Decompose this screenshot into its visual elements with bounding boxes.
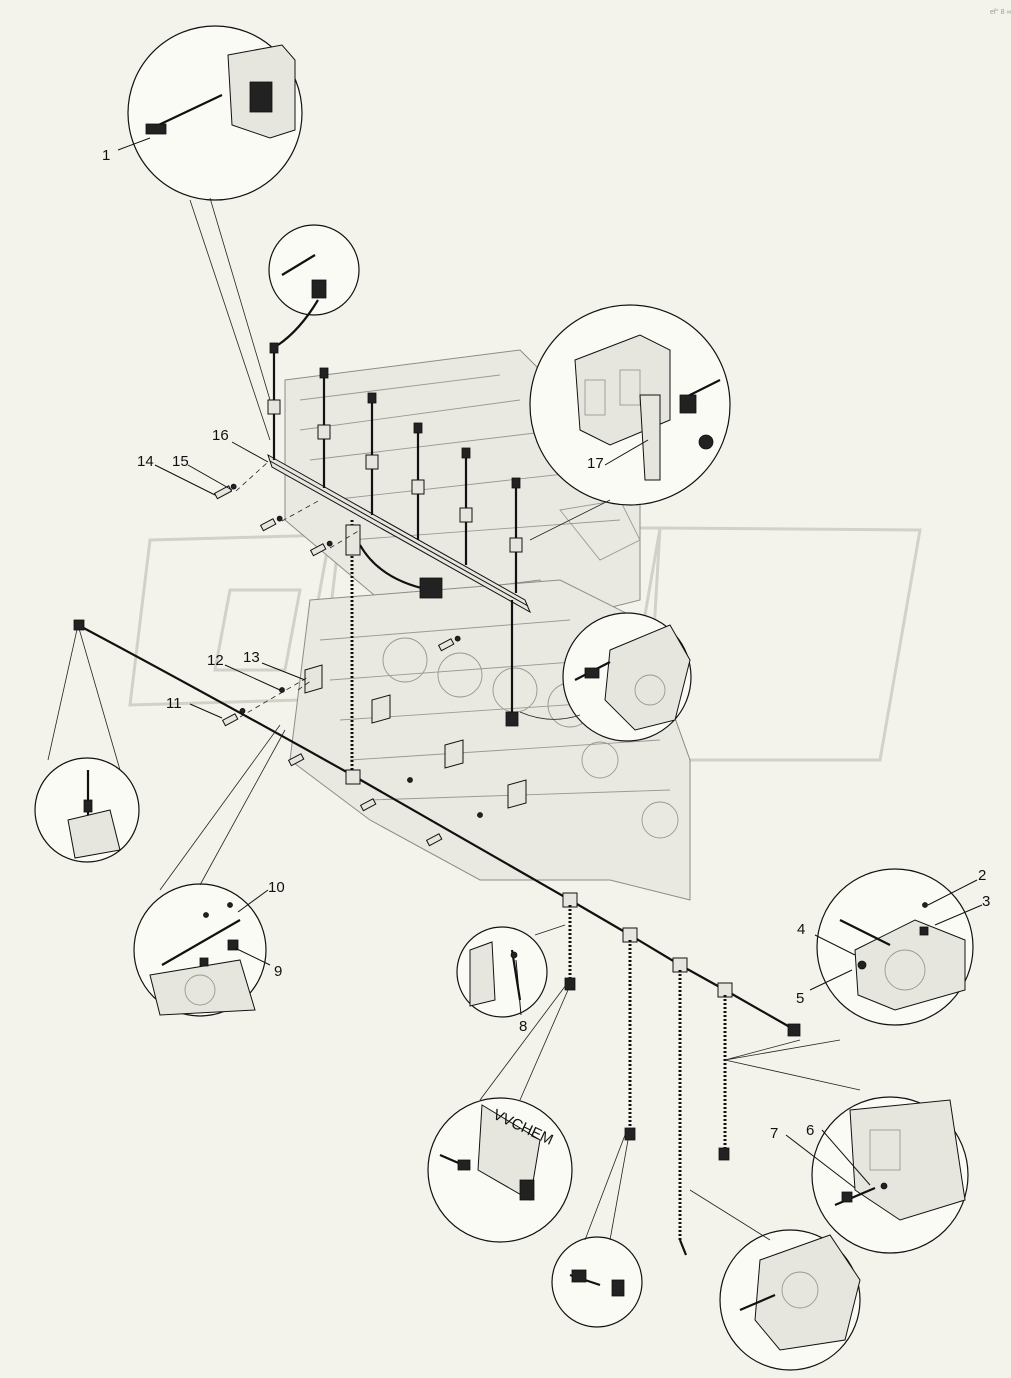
bolts (213, 483, 483, 847)
leader-fan (724, 1039, 861, 1091)
callout-8: 8 (519, 1018, 527, 1035)
callout-9: 9 (274, 963, 282, 980)
callout-5: 5 (796, 990, 804, 1007)
injector-connectors (267, 342, 523, 553)
harness-main-connector (419, 577, 443, 599)
callout-17: 17 (587, 455, 604, 472)
leader-lines (117, 137, 983, 1189)
callout-2: 2 (978, 867, 986, 884)
callout-11: 11 (166, 695, 182, 712)
detail-bottom-left (133, 724, 286, 1017)
callout-3: 3 (982, 893, 990, 910)
detail-connector-bottom (551, 1134, 643, 1328)
detail-bottom-center: VVCHEM (427, 984, 573, 1243)
callout-4: 4 (797, 921, 805, 938)
brackets (304, 664, 527, 809)
callout-12: 12 (207, 652, 224, 669)
detail-right-cover (816, 868, 974, 1026)
callout-14: 14 (137, 453, 154, 470)
pump-connector (505, 711, 519, 727)
callout-1: 1 (102, 147, 110, 164)
callout-13: 13 (243, 649, 260, 666)
callout-15: 15 (172, 453, 189, 470)
detail-left-sensor (34, 757, 140, 863)
detail-bottom-pump (689, 1189, 861, 1371)
main-harness (47, 619, 801, 1256)
callout-7: 7 (770, 1125, 778, 1142)
callout-16: 16 (212, 427, 229, 444)
detail-injector-top (127, 25, 303, 441)
detail-sensor-top (268, 224, 360, 346)
callout-labels: 1 2 3 4 5 6 7 8 9 10 11 12 13 14 15 16 1… (102, 147, 990, 1142)
detail-right-block (811, 1096, 969, 1254)
detail-ecu (529, 304, 731, 541)
callout-6: 6 (806, 1122, 814, 1139)
detail-sensor-8 (456, 924, 566, 1018)
injector-harness-rail (267, 342, 532, 727)
detail-pump-top (519, 612, 692, 742)
watermark-small-text: ef° 8 ∞ (990, 8, 1011, 16)
callout-10: 10 (268, 879, 285, 896)
